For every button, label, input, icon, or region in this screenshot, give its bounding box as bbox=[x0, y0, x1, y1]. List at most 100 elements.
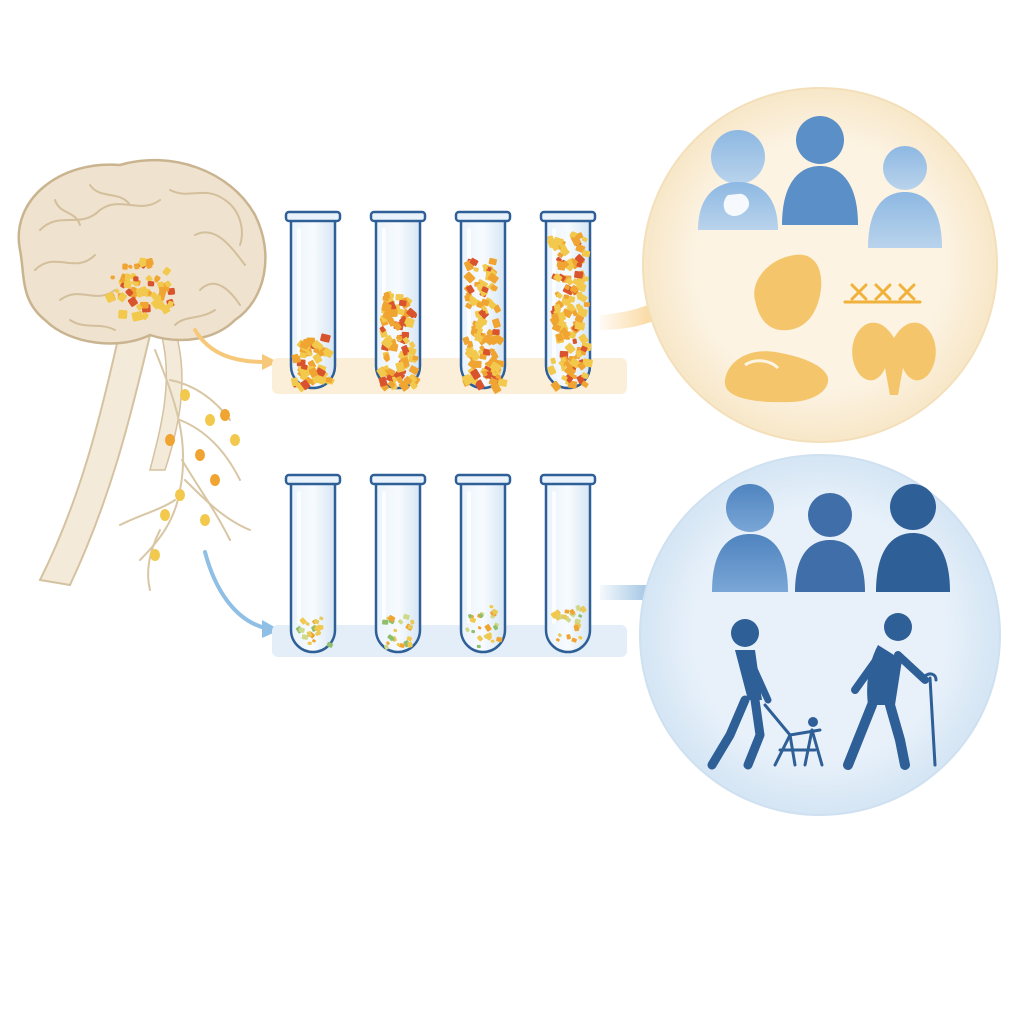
deposit-particle bbox=[131, 279, 139, 287]
test-tube-contents bbox=[550, 604, 587, 643]
deposit-particle bbox=[114, 288, 120, 294]
deposit-particle bbox=[395, 361, 405, 373]
test-tube-rim bbox=[369, 210, 427, 223]
deposit-particle bbox=[133, 276, 139, 282]
deposit-particle bbox=[580, 345, 588, 353]
deposit-particle bbox=[489, 348, 495, 353]
deposit-particle bbox=[393, 628, 398, 633]
deposit-particle bbox=[140, 301, 149, 309]
deposit-particle bbox=[570, 234, 582, 246]
deposit-particle bbox=[579, 605, 587, 613]
deposit-particle bbox=[406, 307, 417, 319]
deposit-particle bbox=[561, 375, 568, 381]
deposit-particle bbox=[135, 286, 149, 298]
deposit-particle bbox=[131, 310, 144, 322]
deposit-particle bbox=[145, 275, 153, 283]
deposit-particle bbox=[401, 345, 410, 354]
deposit-particle bbox=[128, 264, 133, 269]
deposit-particle bbox=[492, 329, 500, 336]
deposit-particle bbox=[412, 355, 419, 361]
deposit-particle bbox=[477, 635, 483, 642]
deposit-particle bbox=[484, 624, 492, 632]
deposit-particle bbox=[162, 286, 170, 292]
deposit-particle bbox=[464, 294, 470, 302]
deposit-particle bbox=[577, 361, 586, 371]
test-tube bbox=[284, 473, 342, 654]
deposit-particle bbox=[490, 382, 502, 394]
deposit-particle bbox=[312, 353, 323, 364]
deposit-particle bbox=[469, 349, 481, 362]
deposit-particle bbox=[474, 320, 485, 330]
deposit-particle bbox=[401, 331, 410, 339]
deposit-particle bbox=[384, 644, 389, 650]
deposit-particle bbox=[136, 304, 143, 311]
deposit-particle bbox=[565, 277, 574, 286]
deposit-particle bbox=[575, 604, 581, 611]
deposit-particle bbox=[467, 359, 479, 370]
deposit-particle bbox=[493, 609, 498, 614]
test-tube-contents bbox=[465, 605, 503, 649]
deposit-particle bbox=[387, 317, 396, 327]
deposit-particle bbox=[581, 380, 589, 388]
brain-illustration bbox=[17, 158, 267, 591]
deposit-particle bbox=[122, 263, 128, 270]
deposit-particle bbox=[160, 509, 170, 521]
deposit-particle bbox=[298, 627, 305, 633]
person-icon bbox=[795, 493, 865, 592]
deposit-particle bbox=[150, 549, 160, 561]
deposit-particle bbox=[489, 361, 502, 373]
test-tube-contents bbox=[461, 257, 508, 394]
deposit-particle bbox=[496, 636, 503, 643]
deposit-particle bbox=[479, 353, 487, 360]
deposit-particle bbox=[561, 614, 567, 620]
deposit-particle bbox=[326, 641, 334, 648]
warm-outcome-panel bbox=[642, 87, 998, 443]
deposit-particle bbox=[396, 642, 401, 647]
deposit-particle bbox=[387, 634, 394, 641]
deposit-particle bbox=[379, 326, 386, 333]
deposit-particle bbox=[382, 619, 389, 625]
deposit-particle bbox=[553, 273, 563, 283]
deposit-particle bbox=[406, 346, 417, 356]
deposit-particle bbox=[384, 353, 390, 360]
deposit-particle bbox=[396, 334, 403, 341]
deposit-particle bbox=[583, 302, 590, 307]
deposit-particle bbox=[569, 231, 577, 238]
deposit-particle bbox=[487, 272, 499, 284]
deposit-particle bbox=[490, 615, 495, 619]
brain-hemisphere bbox=[17, 158, 267, 345]
deposit-particle bbox=[317, 624, 324, 630]
deposit-particle bbox=[554, 610, 561, 617]
deposit-particle bbox=[571, 637, 577, 643]
deposit-particle bbox=[558, 360, 565, 367]
deposit-particle bbox=[381, 337, 393, 349]
deposit-particle bbox=[127, 296, 138, 307]
deposit-particle bbox=[300, 363, 308, 370]
deposit-particle bbox=[482, 348, 491, 356]
deposit-particle bbox=[547, 365, 557, 376]
person-with-cane-icon bbox=[843, 613, 938, 770]
deposit-particle bbox=[165, 434, 175, 446]
deposit-particle bbox=[481, 310, 487, 317]
test-tube-rim bbox=[284, 473, 342, 486]
cool-outcome-panel bbox=[639, 454, 1001, 816]
test-tube-row-high bbox=[284, 210, 597, 394]
deposit-particle bbox=[299, 352, 307, 359]
deposit-particle bbox=[550, 357, 557, 365]
deposit-particle bbox=[123, 280, 132, 289]
deposit-particle bbox=[402, 336, 410, 344]
deposit-particle bbox=[561, 297, 568, 303]
deposit-particle bbox=[478, 349, 484, 356]
deposit-particle bbox=[578, 614, 583, 618]
deposit-particle bbox=[299, 373, 308, 381]
deposit-particle bbox=[555, 638, 560, 642]
deposit-particle bbox=[376, 366, 387, 378]
deposit-particle bbox=[581, 372, 589, 380]
deposit-particle bbox=[133, 263, 140, 270]
deposit-particle bbox=[393, 370, 405, 382]
deposit-particle bbox=[581, 236, 588, 243]
deposit-particle bbox=[561, 356, 567, 363]
deposit-particle bbox=[313, 348, 320, 354]
cross-marks-icon bbox=[843, 283, 922, 304]
